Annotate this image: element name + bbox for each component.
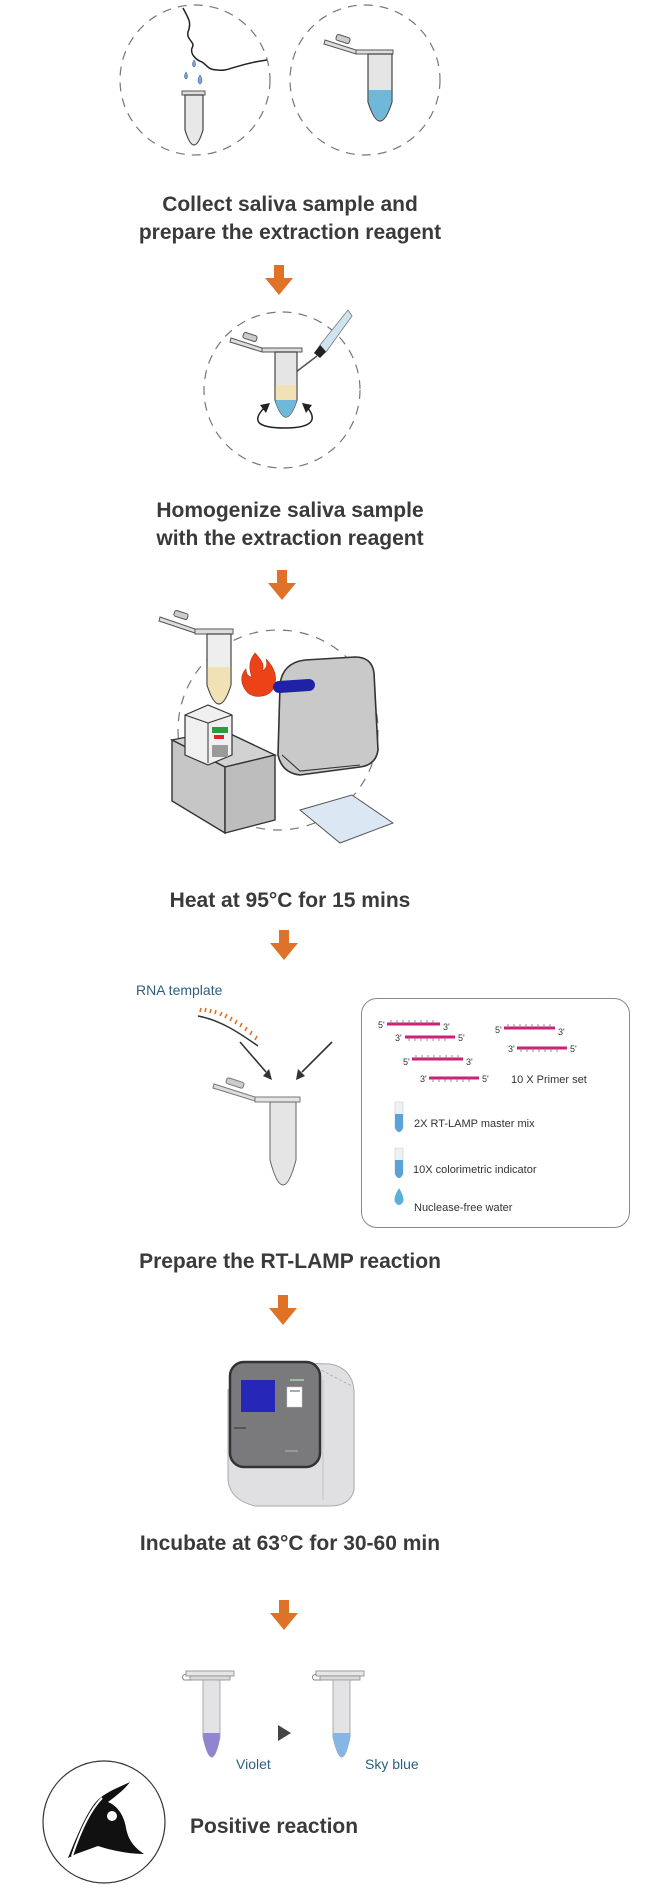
step2-title-line1: Homogenize saliva sample	[156, 499, 424, 522]
prime-label: 5'	[458, 1033, 465, 1043]
heated-tube-icon	[158, 610, 234, 705]
thermocycler-icon	[273, 656, 379, 776]
pipette-icon	[295, 309, 353, 373]
dashed-circle-right	[289, 4, 441, 156]
down-arrow-icon	[270, 930, 298, 960]
right-triangle-arrow-icon	[278, 1725, 291, 1741]
dashed-circle	[203, 311, 361, 469]
primer-diagrams	[387, 1020, 567, 1082]
face-profile-icon	[182, 7, 268, 72]
step6-title: Positive reaction	[190, 1815, 359, 1838]
pointer-arrow-icon	[239, 1041, 267, 1073]
well-plate-icon	[298, 794, 395, 844]
incubator-icon	[227, 1360, 355, 1507]
prime-label: 5'	[482, 1074, 489, 1084]
tube-blue-icon	[394, 1147, 404, 1179]
reagent-label-water: Nuclease-free water	[414, 1202, 513, 1214]
eye-icon	[42, 1760, 166, 1884]
heat-block-icon	[169, 704, 278, 835]
prime-label: 3'	[395, 1033, 402, 1043]
step1-title-line1: Collect saliva sample and	[162, 193, 418, 216]
sky-blue-label: Sky blue	[365, 1756, 419, 1772]
reagent-label-indicator: 10X colorimetric indicator	[413, 1164, 537, 1176]
saliva-drop-icon	[184, 71, 188, 80]
violet-liquid	[203, 1733, 220, 1757]
prime-label: 3'	[466, 1057, 473, 1067]
violet-tube-icon	[181, 1670, 235, 1758]
reagent-box	[361, 998, 630, 1228]
saliva-drop-icon	[192, 59, 196, 68]
sky-blue-tube-icon	[311, 1670, 365, 1758]
flame-icon	[241, 652, 276, 697]
reagent-tube-icon	[323, 34, 394, 122]
saliva-drop-icon	[197, 74, 203, 85]
dashed-circle-left	[119, 4, 271, 156]
sky-blue-liquid	[333, 1733, 350, 1757]
down-arrow-icon	[270, 1600, 298, 1630]
prime-label: 5'	[495, 1025, 502, 1035]
down-arrow-icon	[268, 570, 296, 600]
step2-title: Homogenize saliva sample with the extrac…	[0, 497, 580, 553]
down-arrow-icon	[269, 1295, 297, 1325]
reagent-label-master-mix: 2X RT-LAMP master mix	[414, 1118, 535, 1130]
empty-tube-icon	[181, 90, 206, 146]
step5-title: Incubate at 63°C for 30-60 min	[139, 1532, 441, 1555]
prime-label: 3'	[420, 1074, 427, 1084]
down-arrow-icon	[265, 265, 293, 295]
step1-title-line2: prepare the extraction reagent	[138, 221, 442, 244]
step4-title: Prepare the RT-LAMP reaction	[139, 1250, 441, 1273]
prime-label: 5'	[403, 1057, 410, 1067]
prime-label: 3'	[508, 1044, 515, 1054]
step2-title-line2: with the extraction reagent	[156, 527, 424, 550]
prime-label: 3'	[558, 1027, 565, 1037]
step3-title: Heat at 95°C for 15 mins	[169, 889, 411, 912]
reagent-icons	[394, 1101, 404, 1205]
rna-template-label: RNA template	[136, 982, 223, 998]
dashed-ellipse	[177, 629, 379, 831]
prime-label: 3'	[443, 1022, 450, 1032]
rna-strand-icon	[197, 1007, 259, 1047]
reaction-tube-icon	[212, 1077, 301, 1186]
water-drop-icon	[394, 1188, 404, 1205]
primer-set-label: 10 X Primer set	[511, 1074, 587, 1086]
prime-label: 5'	[378, 1020, 385, 1030]
violet-label: Violet	[236, 1756, 271, 1772]
prime-label: 5'	[570, 1044, 577, 1054]
pointer-arrow-icon	[301, 1041, 333, 1073]
rotate-arrow-icon	[256, 406, 313, 429]
step1-title: Collect saliva sample and prepare the ex…	[0, 191, 580, 247]
homogenize-tube-icon	[229, 332, 303, 418]
tube-blue-icon	[394, 1101, 404, 1133]
